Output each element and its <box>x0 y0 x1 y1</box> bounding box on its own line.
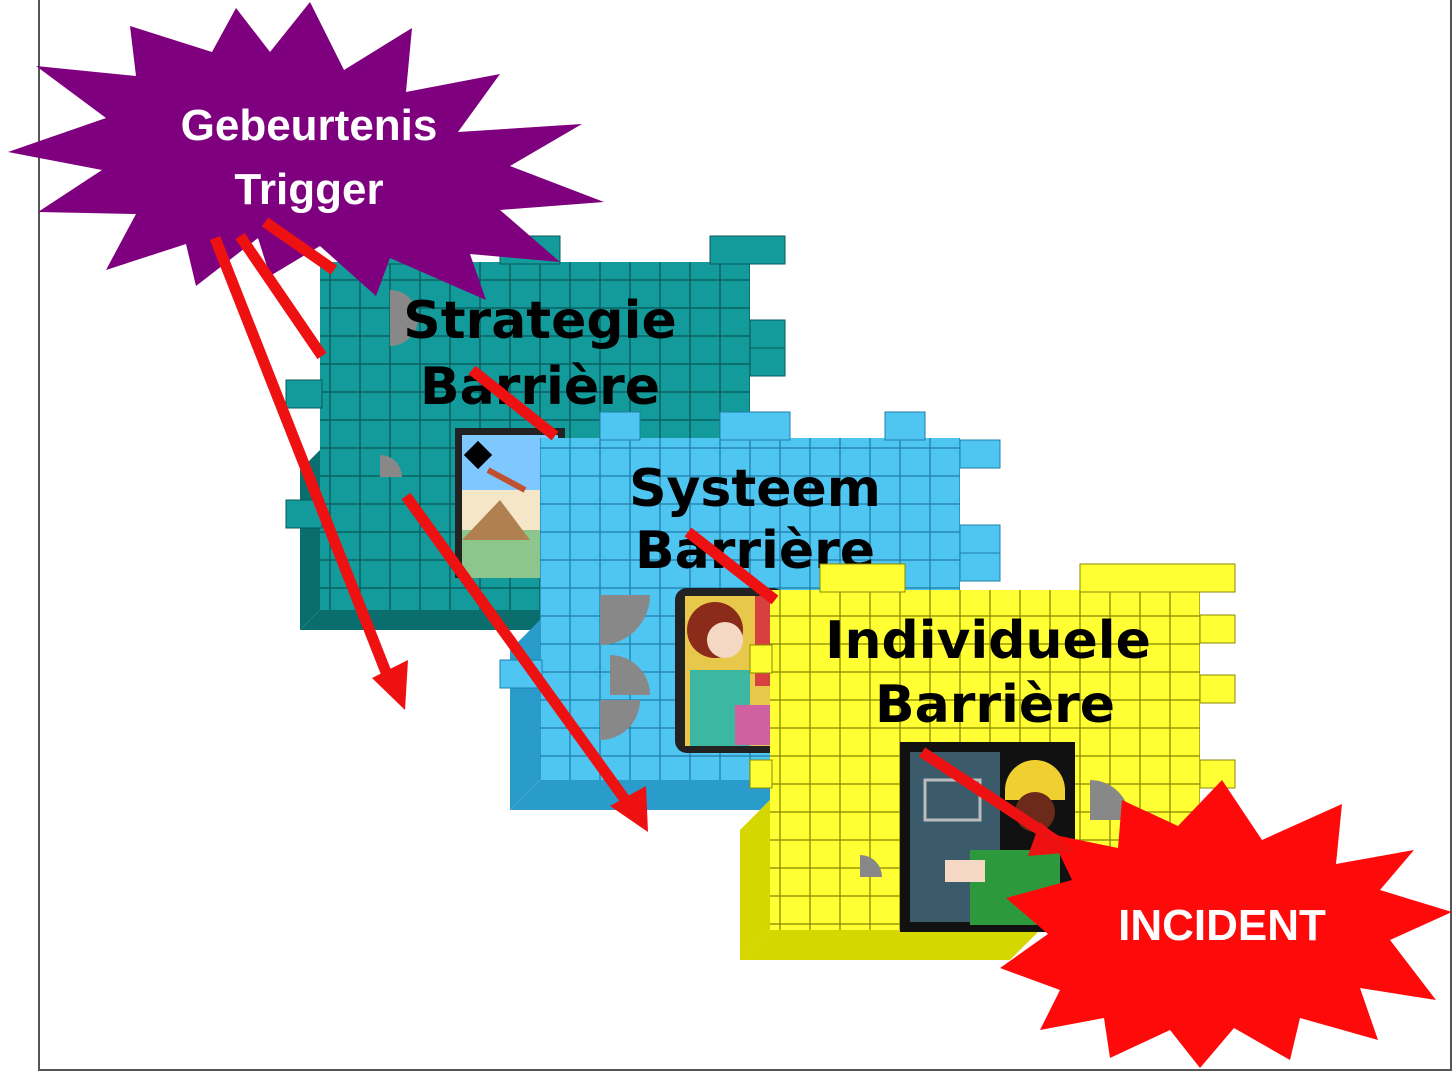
arrow-strategie-long <box>401 492 639 816</box>
systeem-wall-bottom <box>510 780 790 810</box>
slide-frame <box>38 0 1452 1071</box>
trigger-starburst-shape <box>8 2 604 300</box>
arrow-individuele-to-incident <box>918 747 1062 847</box>
incident-starburst-shape <box>1000 780 1452 1068</box>
strategie-label-line2: Barrière <box>420 357 660 417</box>
arrow-trigger-to-strategie-2 <box>235 232 327 360</box>
incident-burst: INCIDENT <box>1000 780 1452 1068</box>
trigger-label-line2: Trigger <box>234 165 383 214</box>
individuele-wall-side <box>740 800 770 960</box>
trigger-label-line1: Gebeurtenis <box>181 101 438 150</box>
strategie-label-line1: Strategie <box>403 291 676 351</box>
arrow-systeem-to-individuele <box>684 527 779 605</box>
incident-label: INCIDENT <box>1118 901 1326 950</box>
arrow-individuele-to-incident-head <box>1028 822 1076 856</box>
trigger-burst: Gebeurtenis Trigger <box>8 2 604 300</box>
systeem-label-line1: Systeem <box>629 459 881 519</box>
arrows-layer <box>209 217 1076 856</box>
arrow-strategie-to-systeem <box>468 365 559 441</box>
strategie-wall-bottom <box>300 610 600 630</box>
arrow-trigger-to-strategie-1 <box>261 217 338 275</box>
individuele-wall-bottom <box>740 930 1040 960</box>
arrow-trigger-long <box>209 235 399 693</box>
arrow-strategie-long-head <box>610 786 648 832</box>
individuele-label-line2: Barrière <box>875 675 1115 735</box>
arrow-trigger-long-head <box>372 660 408 710</box>
individuele-label-line1: Individuele <box>825 611 1151 671</box>
